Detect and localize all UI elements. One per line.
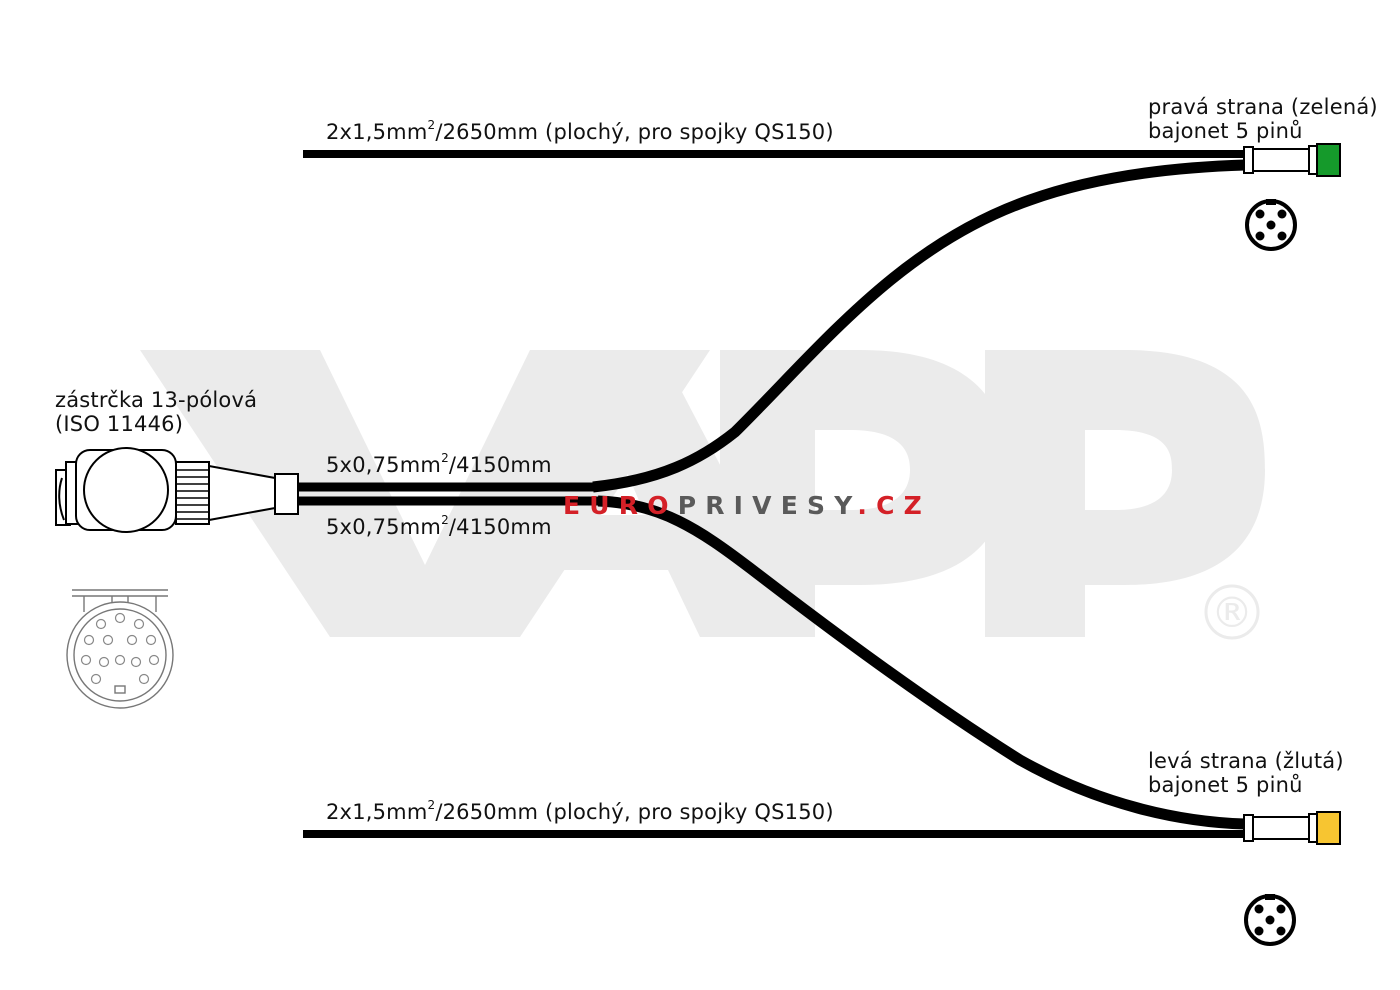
flat-bottom-cross-section: 2x1,5mm [326, 800, 428, 824]
registered-mark-ring [1204, 584, 1260, 640]
vapp-logo-watermark: ® [140, 350, 1265, 640]
main-lower-cross-section: 5x0,75mm [326, 515, 442, 539]
pin-holes [80, 612, 160, 685]
right-type-text: bajonet 5 pinů [1148, 119, 1303, 143]
connector-cap-yellow [1316, 811, 1341, 845]
watermark-cz: CZ [876, 491, 931, 520]
logo-letter-a [432, 350, 810, 637]
main-upper-cross-section: 5x0,75mm [326, 453, 442, 477]
main-cable-upper-label: 5x0,75mm2/4150mm [326, 451, 552, 477]
plug-latch-detail [58, 477, 65, 521]
watermark-privesy: PRIVESY [677, 491, 858, 520]
plug-standard: (ISO 11446) [55, 412, 184, 436]
flat-cable-bottom-label: 2x1,5mm2/2650mm (plochý, pro spojky QS15… [326, 798, 834, 824]
flat-top-length: /2650mm (plochý, pro spojky QS150) [435, 120, 834, 144]
right-side-text: pravá strana (zelená) [1148, 95, 1378, 119]
branch-cable-left [597, 495, 1246, 830]
plug-13pin-side-view [55, 447, 299, 533]
flat-bottom-exponent: 2 [427, 798, 436, 812]
connector-cap-green [1316, 143, 1341, 177]
bayonet-5pin-face-left [1244, 894, 1296, 946]
plug-title: zástrčka 13-pólová [55, 388, 258, 412]
plug-13pin-face-view [66, 589, 174, 709]
plug-face-ring [83, 447, 169, 533]
left-type-text: bajonet 5 pinů [1148, 773, 1303, 797]
main-lower-exponent: 2 [441, 513, 449, 527]
registered-mark: ® [1211, 588, 1253, 637]
flat-top-exponent: 2 [427, 118, 436, 132]
main-upper-exponent: 2 [441, 451, 449, 465]
left-side-text: levá strana (žlutá) [1148, 749, 1344, 773]
logo-letter-p1 [720, 350, 1008, 637]
main-cable-lower-label: 5x0,75mm2/4150mm [326, 513, 552, 539]
plug-cable-sleeve [274, 473, 299, 515]
plug-label: zástrčka 13-pólová (ISO 11446) [55, 388, 257, 436]
right-connector-label: pravá strana (zelená) bajonet 5 pinů [1148, 95, 1378, 143]
left-connector-label: levá strana (žlutá) bajonet 5 pinů [1148, 749, 1344, 797]
flat-top-cross-section: 2x1,5mm [326, 120, 428, 144]
plug-grip-ribs [176, 469, 209, 520]
main-lower-length: /4150mm [448, 515, 552, 539]
logo-letter-p2 [985, 350, 1265, 637]
watermark-dot: . [857, 491, 877, 520]
branch-cable-right [592, 159, 1246, 493]
flat-bottom-length: /2650mm (plochý, pro spojky QS150) [435, 800, 834, 824]
plug-grip [175, 461, 210, 525]
bayonet-5pin-face-right [1245, 199, 1297, 251]
watermark-euro: EURO [563, 491, 678, 520]
bayonet-connector-right [1243, 143, 1341, 177]
flat-cable-top-label: 2x1,5mm2/2650mm (plochý, pro spojky QS15… [326, 118, 834, 144]
europrivesy-watermark: EUROPRIVESY.CZ [563, 491, 931, 520]
bayonet-connector-left [1243, 811, 1341, 845]
main-upper-length: /4150mm [448, 453, 552, 477]
